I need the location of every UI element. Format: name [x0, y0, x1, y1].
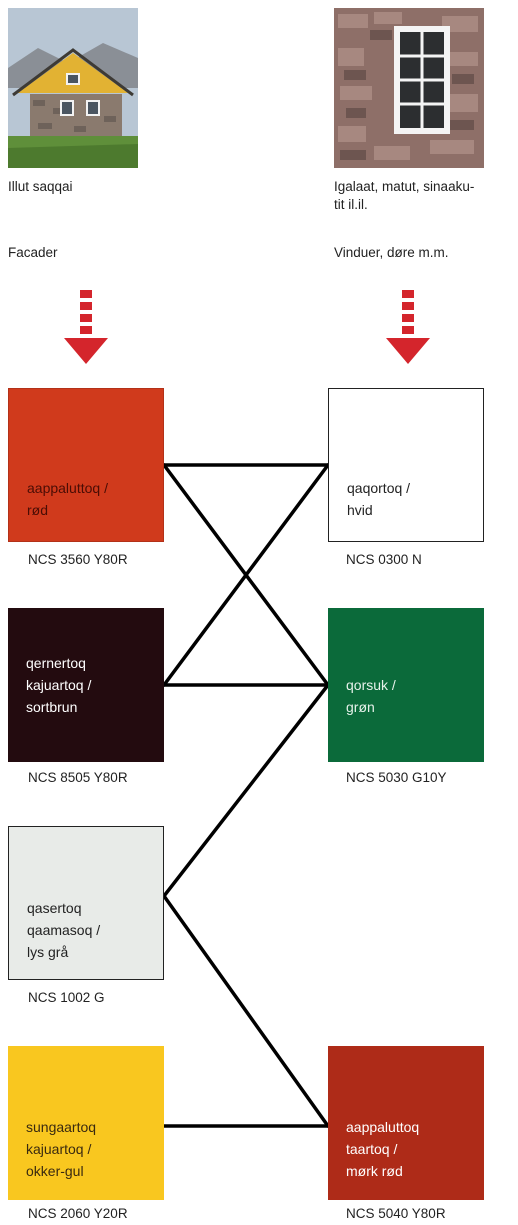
ncs-ochre: NCS 2060 Y20R: [28, 1206, 128, 1221]
ncs-lightgrey: NCS 1002 G: [28, 990, 105, 1005]
line-darkbrown-white: [162, 463, 330, 687]
swatch-white: qaqortoq / hvid: [328, 388, 484, 542]
swatch-red-label: aappaluttoq / rød: [27, 480, 108, 518]
swatch-darkred-label: aappaluttoq taartoq / mørk rød: [346, 1119, 420, 1179]
ncs-white: NCS 0300 N: [346, 552, 422, 567]
right-caption-danish: Vinduer, døre m.m.: [334, 245, 449, 260]
ncs-darkbrown: NCS 8505 Y80R: [28, 770, 128, 785]
left-down-arrow-icon: [64, 290, 108, 364]
house-facade-photo: [8, 8, 138, 168]
swatch-lightgrey: qasertoq qaamasoq / lys grå: [8, 826, 164, 980]
swatch-ochre: sungaartoq kajuartoq / okker-gul: [8, 1046, 164, 1200]
window-photo: [334, 8, 484, 168]
swatch-ochre-label: sungaartoq kajuartoq / okker-gul: [26, 1119, 97, 1179]
swatch-darkbrown-label: qernertoq kajuartoq / sortbrun: [26, 655, 92, 715]
ncs-green: NCS 5030 G10Y: [346, 770, 447, 785]
left-caption-greenlandic: Illut saqqai: [8, 179, 73, 194]
line-lightgrey-darkred: [162, 894, 330, 1128]
swatch-darkbrown: qernertoq kajuartoq / sortbrun: [8, 608, 164, 762]
line-lightgrey-green: [162, 683, 330, 898]
swatch-red: aappaluttoq / rød: [8, 388, 164, 542]
ncs-red: NCS 3560 Y80R: [28, 552, 128, 567]
right-caption-greenlandic: Igalaat, matut, sinaaku- tit il.il.: [334, 179, 475, 212]
swatch-lightgrey-label: qasertoq qaamasoq / lys grå: [27, 900, 101, 960]
swatch-darkred: aappaluttoq taartoq / mørk rød: [328, 1046, 484, 1200]
swatch-white-label: qaqortoq / hvid: [347, 480, 411, 518]
left-caption-danish: Facader: [8, 245, 58, 260]
swatch-green-label: qorsuk / grøn: [346, 677, 396, 715]
ncs-darkred: NCS 5040 Y80R: [346, 1206, 446, 1221]
right-down-arrow-icon: [386, 290, 430, 364]
swatch-green: qorsuk / grøn: [328, 608, 484, 762]
